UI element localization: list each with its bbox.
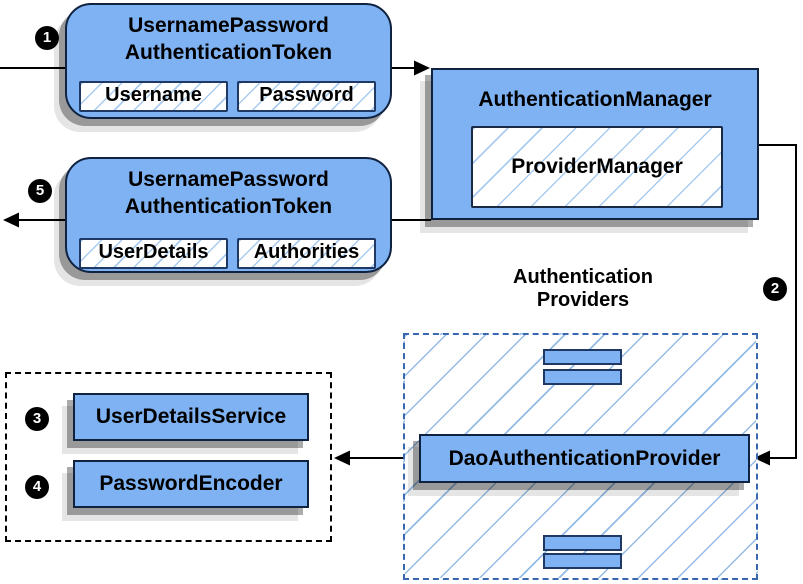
dao-authentication-provider-box: DaoAuthenticationProvider: [419, 434, 750, 483]
request-token-title-line2: AuthenticationToken: [124, 41, 333, 64]
step-3-badge: 3: [25, 407, 49, 431]
response-token-title-line1: UsernamePassword: [128, 168, 329, 191]
provider-manager-box: ProviderManager: [471, 126, 723, 208]
request-token-title: UsernamePassword AuthenticationToken: [67, 5, 390, 66]
password-encoder-box: PasswordEncoder: [73, 460, 309, 508]
authentication-manager-box: AuthenticationManager ProviderManager: [431, 68, 759, 220]
step-1-badge: 1: [35, 26, 59, 50]
password-field: Password: [237, 81, 376, 112]
step-5-badge: 5: [28, 179, 52, 203]
step-2-badge: 2: [763, 277, 787, 301]
providers-group-label-line1: Authentication: [513, 266, 653, 288]
providers-group-label: Authentication Providers: [483, 266, 683, 312]
provider-item-bar: [543, 535, 622, 551]
step-4-badge: 4: [25, 475, 49, 499]
authentication-manager-title: AuthenticationManager: [478, 88, 712, 111]
response-token-title-line2: AuthenticationToken: [124, 195, 333, 218]
arrowhead-left-icon: [334, 450, 350, 466]
provider-item-bar: [543, 553, 622, 569]
arrowhead-left-icon: [3, 212, 19, 228]
provider-item-bar: [543, 349, 622, 365]
response-token-box: UsernamePassword AuthenticationToken Use…: [65, 157, 392, 273]
request-token-box: UsernamePassword AuthenticationToken Use…: [65, 3, 392, 119]
arrowhead-right-icon: [414, 60, 430, 76]
userdetails-field: UserDetails: [79, 238, 228, 269]
connector-manager-to-provider: [759, 144, 797, 459]
authorities-field: Authorities: [237, 238, 376, 269]
arrowhead-left-icon: [754, 450, 770, 466]
user-details-service-box: UserDetailsService: [73, 393, 309, 441]
username-field: Username: [79, 81, 228, 112]
response-token-title: UsernamePassword AuthenticationToken: [67, 159, 390, 220]
providers-group-label-line2: Providers: [536, 289, 630, 311]
provider-item-bar: [543, 369, 622, 385]
request-token-title-line1: UsernamePassword: [128, 14, 329, 37]
